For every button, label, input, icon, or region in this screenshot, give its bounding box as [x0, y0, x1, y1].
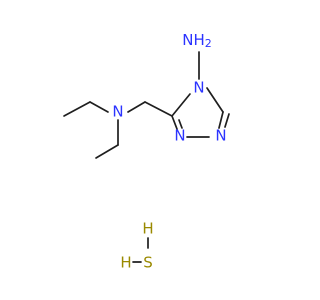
diethyl-nitrogen-label: N — [112, 103, 123, 121]
bond-ring-n2c3 — [171, 115, 178, 130]
bond-ring-c5n1-double — [224, 113, 230, 128]
sulfide-h-top-label: H — [142, 220, 153, 238]
bonds — [63, 51, 230, 263]
bond-ethyl1-c1c2 — [63, 101, 91, 117]
triazole-n4-label: N — [193, 79, 204, 97]
bond-n-methylene — [127, 101, 146, 113]
sulfide-h-left-label: H — [120, 254, 131, 272]
bond-ring-n2c3-double — [178, 119, 183, 129]
bond-ring-c5n1 — [218, 111, 224, 129]
molecule-svg: NH2 N N N N H S H — [63, 31, 230, 272]
bond-ethyl1-c2n — [89, 101, 109, 113]
bond-ethyl2-c1c2 — [95, 144, 119, 159]
triazole-n1-label: N — [215, 127, 226, 145]
atom-labels: NH2 N N N N H S H — [112, 31, 226, 272]
bond-ring-c3n4 — [171, 93, 191, 117]
sulfide-s-label: S — [143, 254, 153, 272]
molecule-canvas: NH2 N N N N H S H — [63, 30, 230, 272]
amine-label: NH2 — [182, 31, 212, 51]
triazole-n2-label: N — [174, 127, 185, 145]
bond-methylene-ring — [144, 101, 173, 117]
bond-ring-n4c5 — [206, 87, 224, 113]
